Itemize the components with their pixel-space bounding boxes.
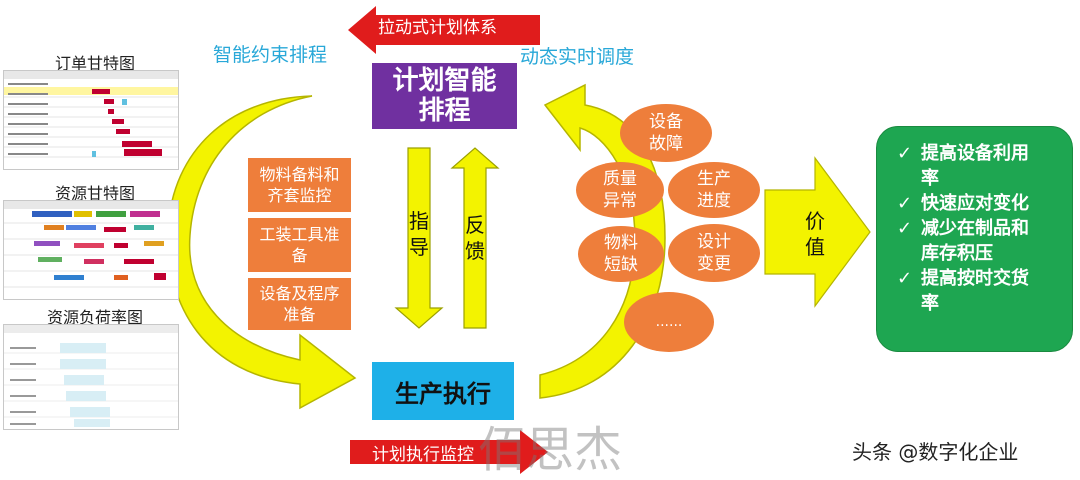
pull-system-label: 拉动式计划体系 <box>378 18 497 38</box>
value-arrow <box>764 156 871 308</box>
resource-gantt-chart <box>4 201 178 288</box>
result-item: 提高按时交货 率 <box>897 266 1064 316</box>
pull-system-arrow <box>348 6 540 54</box>
guide-label: 指 导 <box>409 209 429 259</box>
event-production-progress: 生产 进度 <box>668 162 760 218</box>
event-equipment-failure: 设备 故障 <box>620 104 712 162</box>
event-quality-issue: 质量 异常 <box>576 162 664 218</box>
smart-constraint-label: 智能约束排程 <box>213 44 328 66</box>
left-curve-arrow <box>167 95 357 410</box>
watermark-text: 佰思杰 <box>478 422 623 478</box>
equipment-prep-box: 设备及程序 准备 <box>248 278 351 330</box>
material-prep-box: 物料备料和 齐套监控 <box>248 158 351 212</box>
event-material-shortage: 物料 短缺 <box>578 226 664 282</box>
production-execution-box: 生产执行 <box>372 362 514 420</box>
resource-gantt-title: 资源甘特图 <box>54 184 135 203</box>
tooling-prep-box: 工装工具准 备 <box>248 218 351 272</box>
exec-monitor-arrow <box>350 430 548 474</box>
event-more: ...... <box>624 292 714 352</box>
feedback-label: 反 馈 <box>465 213 485 263</box>
value-label: 价 值 <box>805 209 825 259</box>
exec-monitor-label: 计划执行监控 <box>372 445 474 465</box>
results-box: 提高设备利用 率 快速应对变化 减少在制品和 库存积压 提高按时交货 率 <box>876 126 1073 352</box>
resource-gantt-thumbnail <box>3 200 179 300</box>
order-gantt-title: 订单甘特图 <box>54 54 135 73</box>
resource-load-chart <box>4 325 178 427</box>
resource-load-thumbnail <box>3 324 179 430</box>
order-gantt-chart <box>4 71 178 158</box>
intelligent-planning-box: 计划智能 排程 <box>372 63 517 129</box>
result-item: 减少在制品和 库存积压 <box>897 216 1064 266</box>
guide-arrow <box>394 147 444 329</box>
dynamic-dispatch-label: 动态实时调度 <box>520 46 635 68</box>
resource-load-title: 资源负荷率图 <box>46 308 143 327</box>
result-item: 快速应对变化 <box>897 191 1064 216</box>
result-item: 提高设备利用 率 <box>897 141 1064 191</box>
order-gantt-thumbnail <box>3 70 179 170</box>
feedback-arrow <box>450 147 500 329</box>
event-design-change: 设计 变更 <box>668 224 760 282</box>
credit-text: 头条 @数字化企业 <box>852 440 1019 464</box>
